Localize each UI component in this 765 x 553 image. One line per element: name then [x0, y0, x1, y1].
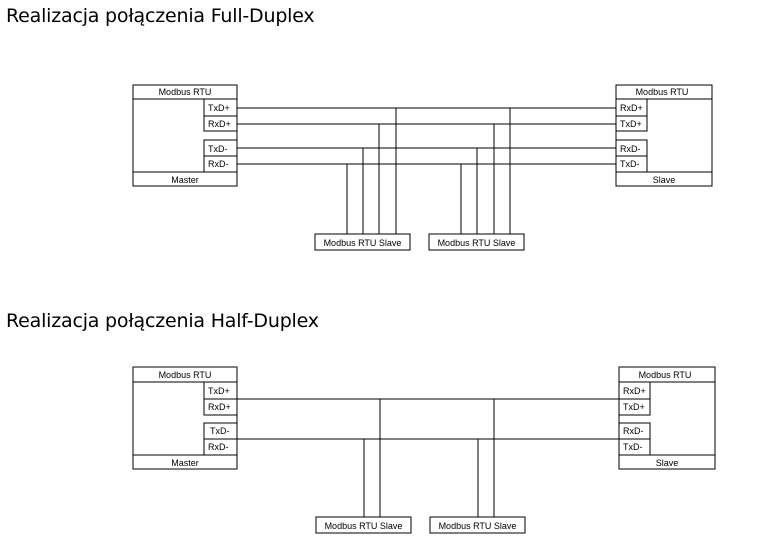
- fd-master-footer: Master: [171, 175, 199, 185]
- fd-master-module: Modbus RTU Master TxD+ RxD+ TxD- RxD-: [132, 84, 238, 187]
- hd-drop-lines-slave-2: [477, 399, 495, 517]
- fd-slave-module: Modbus RTU Slave RxD+ TxD+ RxD- TxD-: [615, 84, 713, 187]
- half-duplex-diagram: Modbus RTU Master TxD+ RxD+ TxD- RxD- Mo…: [132, 366, 716, 534]
- fd-slave-pin-4: TxD-: [620, 159, 640, 169]
- hd-slave-module: Modbus RTU Slave RxD+ TxD+ RxD- TxD-: [618, 366, 716, 470]
- hd-master-module: Modbus RTU Master TxD+ RxD+ TxD- RxD-: [132, 366, 238, 470]
- fd-slave-pin-2: TxD+: [620, 119, 642, 129]
- fd-mid-slave-1-label: Modbus RTU Slave: [324, 238, 402, 248]
- fd-master-pin-4: RxD-: [208, 159, 229, 169]
- full-duplex-title: Realizacja połączenia Full-Duplex: [6, 5, 315, 27]
- fd-slave-pin-3: RxD-: [620, 144, 641, 154]
- hd-mid-slave-1-label: Modbus RTU Slave: [325, 521, 403, 531]
- hd-mid-slave-2: Modbus RTU Slave: [429, 516, 526, 534]
- fd-drop-lines-slave-1: [346, 108, 397, 234]
- hd-slave-pin-4: TxD-: [623, 442, 643, 452]
- fd-master-pin-2: RxD+: [208, 119, 231, 129]
- hd-bus-lines: [237, 398, 619, 440]
- fd-drop-lines-slave-2: [460, 108, 511, 234]
- hd-master-pin-2: RxD+: [208, 402, 231, 412]
- hd-master-pin-3: TxD-: [210, 426, 230, 436]
- fd-bus-lines: [237, 107, 616, 165]
- fd-master-pin-1: TxD+: [208, 103, 230, 113]
- hd-mid-slave-2-label: Modbus RTU Slave: [439, 521, 517, 531]
- full-duplex-diagram: Modbus RTU Master TxD+ RxD+ TxD- RxD- Mo…: [132, 84, 713, 251]
- hd-slave-footer: Slave: [656, 458, 679, 468]
- fd-mid-slave-2-label: Modbus RTU Slave: [438, 238, 516, 248]
- fd-mid-slave-1: Modbus RTU Slave: [314, 233, 411, 251]
- hd-drop-lines-slave-1: [363, 399, 381, 517]
- fd-slave-pin-1: RxD+: [620, 103, 643, 113]
- fd-mid-slave-2: Modbus RTU Slave: [428, 233, 525, 251]
- fd-master-header: Modbus RTU: [159, 87, 212, 97]
- half-duplex-title: Realizacja połączenia Half-Duplex: [6, 310, 319, 332]
- fd-master-pin-3: TxD-: [208, 144, 228, 154]
- fd-slave-footer: Slave: [653, 175, 676, 185]
- hd-slave-pin-1: RxD+: [623, 386, 646, 396]
- hd-master-pin-4: RxD-: [208, 442, 229, 452]
- hd-slave-pin-2: TxD+: [623, 402, 645, 412]
- hd-mid-slave-1: Modbus RTU Slave: [315, 516, 412, 534]
- fd-slave-header: Modbus RTU: [636, 87, 689, 97]
- hd-master-pin-1: TxD+: [208, 386, 230, 396]
- hd-master-header: Modbus RTU: [159, 370, 212, 380]
- hd-slave-header: Modbus RTU: [639, 370, 692, 380]
- hd-master-footer: Master: [171, 458, 199, 468]
- hd-slave-pin-3: RxD-: [623, 426, 644, 436]
